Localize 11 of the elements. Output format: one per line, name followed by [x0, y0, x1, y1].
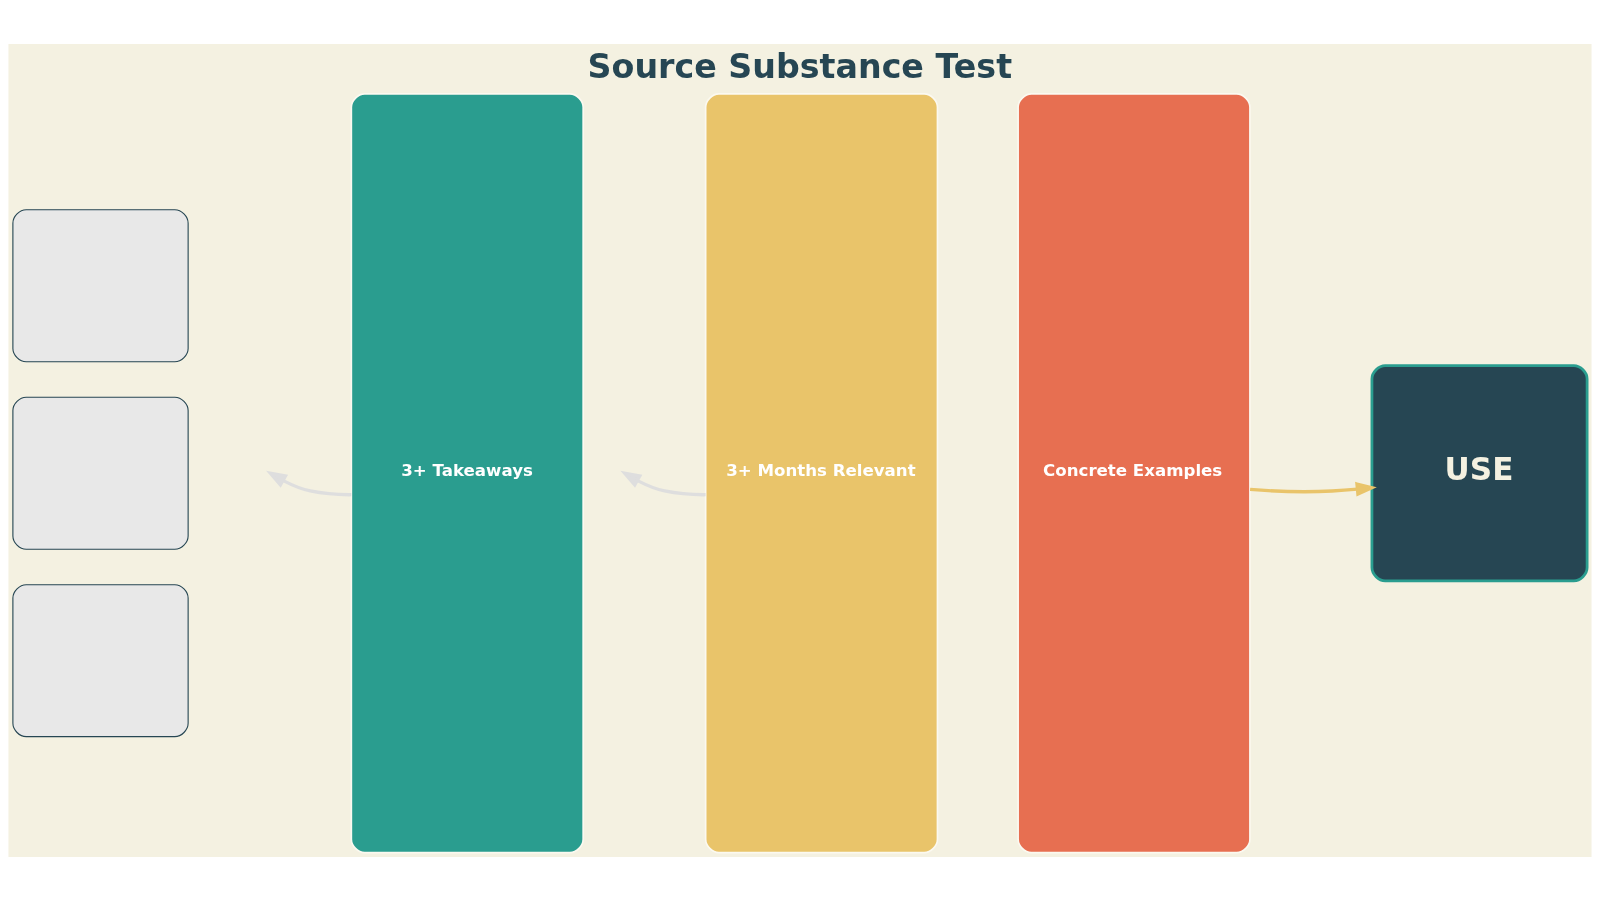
arrow — [620, 470, 706, 496]
node-box — [12, 396, 189, 550]
diagram-title: Source Substance Test — [587, 46, 1013, 86]
node-box: Concrete Examples — [1017, 92, 1251, 853]
node-box — [12, 208, 189, 362]
node-box — [12, 583, 189, 737]
node-box: USE — [1370, 363, 1589, 582]
node-box: 3+ Months Relevant — [704, 92, 939, 853]
arrow — [266, 470, 352, 496]
node-box: 3+ Takeaways — [350, 92, 584, 853]
arrow — [1249, 481, 1377, 497]
